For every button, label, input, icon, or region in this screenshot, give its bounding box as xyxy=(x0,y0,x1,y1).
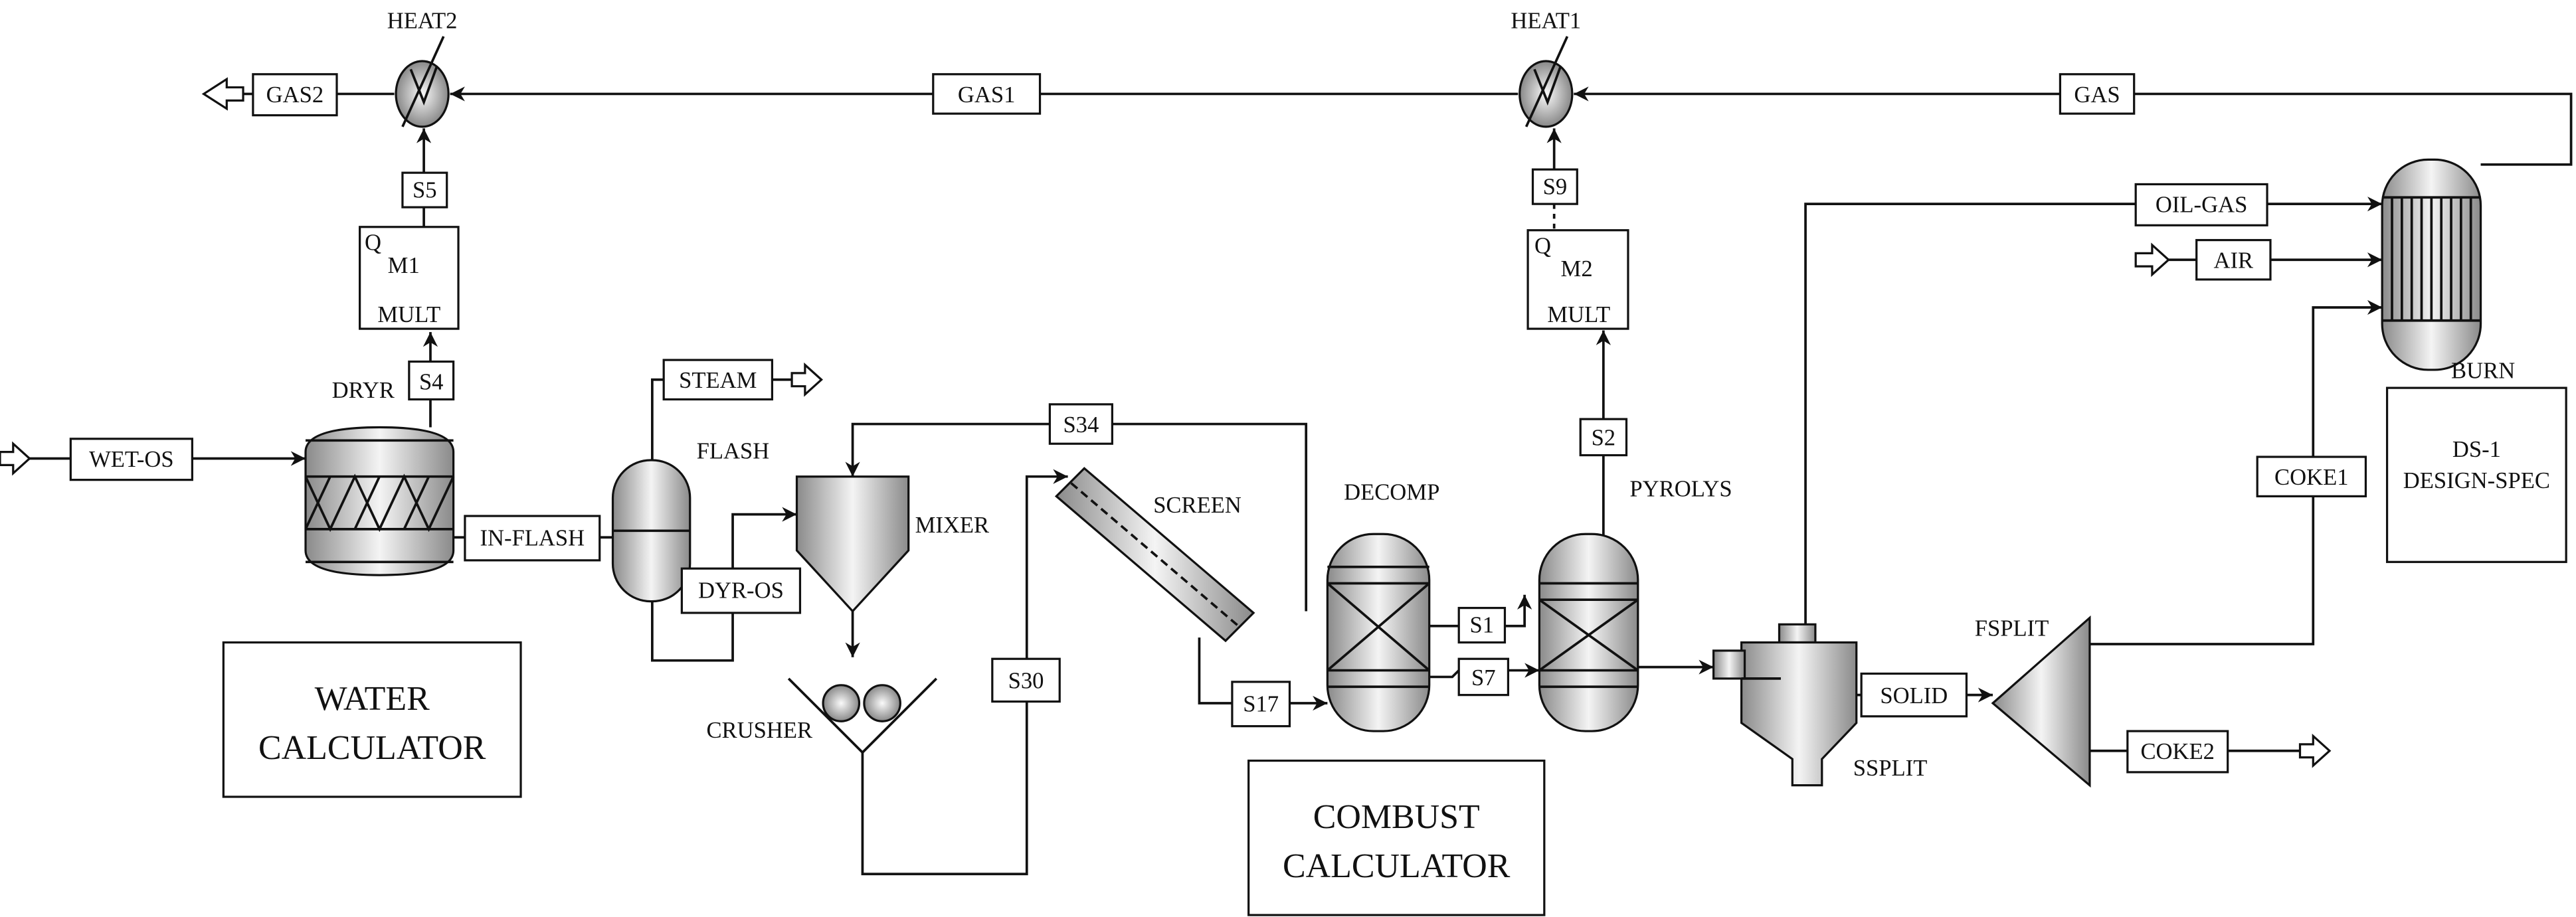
stream-gas1[interactable]: GAS1 xyxy=(932,73,1042,115)
design-spec-label: DESIGN-SPEC xyxy=(2403,468,2550,493)
heat1-heater[interactable]: HEAT1 xyxy=(1511,9,1581,128)
stream-label: GAS1 xyxy=(958,82,1016,108)
stream-wet-os[interactable]: WET-OS xyxy=(69,438,193,481)
stream-s30[interactable]: S30 xyxy=(991,657,1061,703)
stream-label: DYR-OS xyxy=(698,578,784,604)
calculator-label: CALCULATOR xyxy=(258,729,486,767)
pyrolys-label: PYROLYS xyxy=(1629,476,1732,501)
stream-s2[interactable]: S2 xyxy=(1579,418,1628,457)
stream-label: IN-FLASH xyxy=(480,526,585,551)
stream-dyr-os[interactable]: DYR-OS xyxy=(680,567,802,614)
heat2-label: HEAT2 xyxy=(387,9,458,34)
stream-steam[interactable]: STEAM xyxy=(662,359,774,401)
stream-s34[interactable]: S34 xyxy=(1048,403,1113,445)
stream-coke1[interactable]: COKE1 xyxy=(2256,456,2367,497)
stream-gas2[interactable]: GAS2 xyxy=(252,73,338,117)
m1-mult-block[interactable]: Q M1 MULT xyxy=(359,226,460,330)
water-calculator-block[interactable]: WATER CALCULATOR xyxy=(222,641,522,798)
stream-oil-gas[interactable]: OIL-GAS xyxy=(2134,183,2268,226)
stream-air[interactable]: AIR xyxy=(2195,238,2272,281)
stream-label: AIR xyxy=(2214,248,2254,274)
stream-s5[interactable]: S5 xyxy=(401,171,448,208)
stream-label: S34 xyxy=(1063,412,1099,438)
stream-labels: GAS2 GAS1 GAS S5 S4 S9 S2 WET-OS IN-FLAS… xyxy=(69,73,2367,774)
m2-name-label: M2 xyxy=(1561,256,1593,282)
stream-label: GAS2 xyxy=(266,82,324,108)
m2-mult-block[interactable]: Q M2 MULT xyxy=(1526,229,1629,330)
mixer[interactable]: MIXER xyxy=(795,475,990,613)
flash-label: FLASH xyxy=(697,439,770,464)
pyrolys-reactor[interactable]: PYROLYS xyxy=(1538,476,1732,732)
m1-type-label: MULT xyxy=(377,302,440,327)
stream-label: WET-OS xyxy=(89,447,174,472)
stream-s4[interactable]: S4 xyxy=(408,360,455,401)
stream-label: S1 xyxy=(1470,613,1495,638)
stream-label: GAS xyxy=(2074,82,2120,108)
stream-label: S7 xyxy=(1471,665,1496,691)
dryr-dryer[interactable]: DRYR xyxy=(304,378,455,576)
combust-calculator-block[interactable]: COMBUST CALCULATOR xyxy=(1247,759,1546,916)
design-spec-block[interactable]: DS-1 DESIGN-SPEC xyxy=(2385,386,2567,563)
stream-label: S2 xyxy=(1592,426,1616,451)
stream-s7[interactable]: S7 xyxy=(1457,657,1510,697)
stream-solid[interactable]: SOLID xyxy=(1860,672,1968,718)
stream-label: S9 xyxy=(1543,174,1568,199)
stream-label: S17 xyxy=(1243,691,1279,716)
decomp-reactor[interactable]: DECOMP xyxy=(1326,479,1439,732)
stream-coke2[interactable]: COKE2 xyxy=(2126,730,2229,774)
m2-q-label: Q xyxy=(1534,233,1551,258)
stream-label: COKE1 xyxy=(2274,465,2349,490)
stream-label: S30 xyxy=(1008,669,1044,694)
heat2-heater[interactable]: HEAT2 xyxy=(387,9,458,128)
burn-label: BURN xyxy=(2451,358,2515,383)
dryr-label: DRYR xyxy=(332,378,395,403)
stream-in-flash[interactable]: IN-FLASH xyxy=(464,515,601,562)
product-arrow-icon xyxy=(2298,733,2332,768)
heat1-label: HEAT1 xyxy=(1511,9,1581,34)
crusher[interactable]: CRUSHER xyxy=(706,677,938,754)
stream-label: SOLID xyxy=(1880,683,1948,709)
m2-type-label: MULT xyxy=(1547,302,1610,327)
stream-s9[interactable]: S9 xyxy=(1531,168,1578,205)
screen-label: SCREEN xyxy=(1153,493,1242,518)
stream-s17[interactable]: S17 xyxy=(1231,681,1291,728)
feed-arrow-icon xyxy=(2134,242,2171,278)
feed-arrow-icon xyxy=(0,441,31,476)
design-spec-label: DS-1 xyxy=(2452,437,2501,462)
mixer-label: MIXER xyxy=(915,513,990,538)
stream-label: OIL-GAS xyxy=(2156,193,2247,218)
stream-label: STEAM xyxy=(679,368,757,393)
burn-combustor[interactable] xyxy=(2381,158,2482,371)
calculator-label: WATER xyxy=(315,680,430,718)
m1-q-label: Q xyxy=(365,230,381,255)
ssplit-label: SSPLIT xyxy=(1853,756,1928,781)
ssplit-cyclone[interactable]: SSPLIT xyxy=(1712,623,1928,787)
product-arrow-icon xyxy=(201,77,244,111)
screen[interactable]: SCREEN xyxy=(1054,467,1255,643)
fsplit-label: FSPLIT xyxy=(1975,616,2049,641)
flash-drum[interactable]: FLASH xyxy=(611,439,770,603)
m1-name-label: M1 xyxy=(388,253,420,278)
stream-label: COKE2 xyxy=(2140,739,2215,764)
fsplit-splitter[interactable]: FSPLIT xyxy=(1975,615,2091,788)
calculator-label: COMBUST xyxy=(1313,798,1480,836)
calculator-label: CALCULATOR xyxy=(1283,847,1511,885)
stream-s1[interactable]: S1 xyxy=(1457,606,1507,644)
stream-label: S4 xyxy=(419,370,444,395)
stream-gas[interactable]: GAS xyxy=(2059,73,2136,115)
product-arrow-icon xyxy=(790,362,824,397)
decomp-label: DECOMP xyxy=(1344,479,1439,505)
stream-label: S5 xyxy=(413,177,437,203)
crusher-label: CRUSHER xyxy=(706,718,813,743)
